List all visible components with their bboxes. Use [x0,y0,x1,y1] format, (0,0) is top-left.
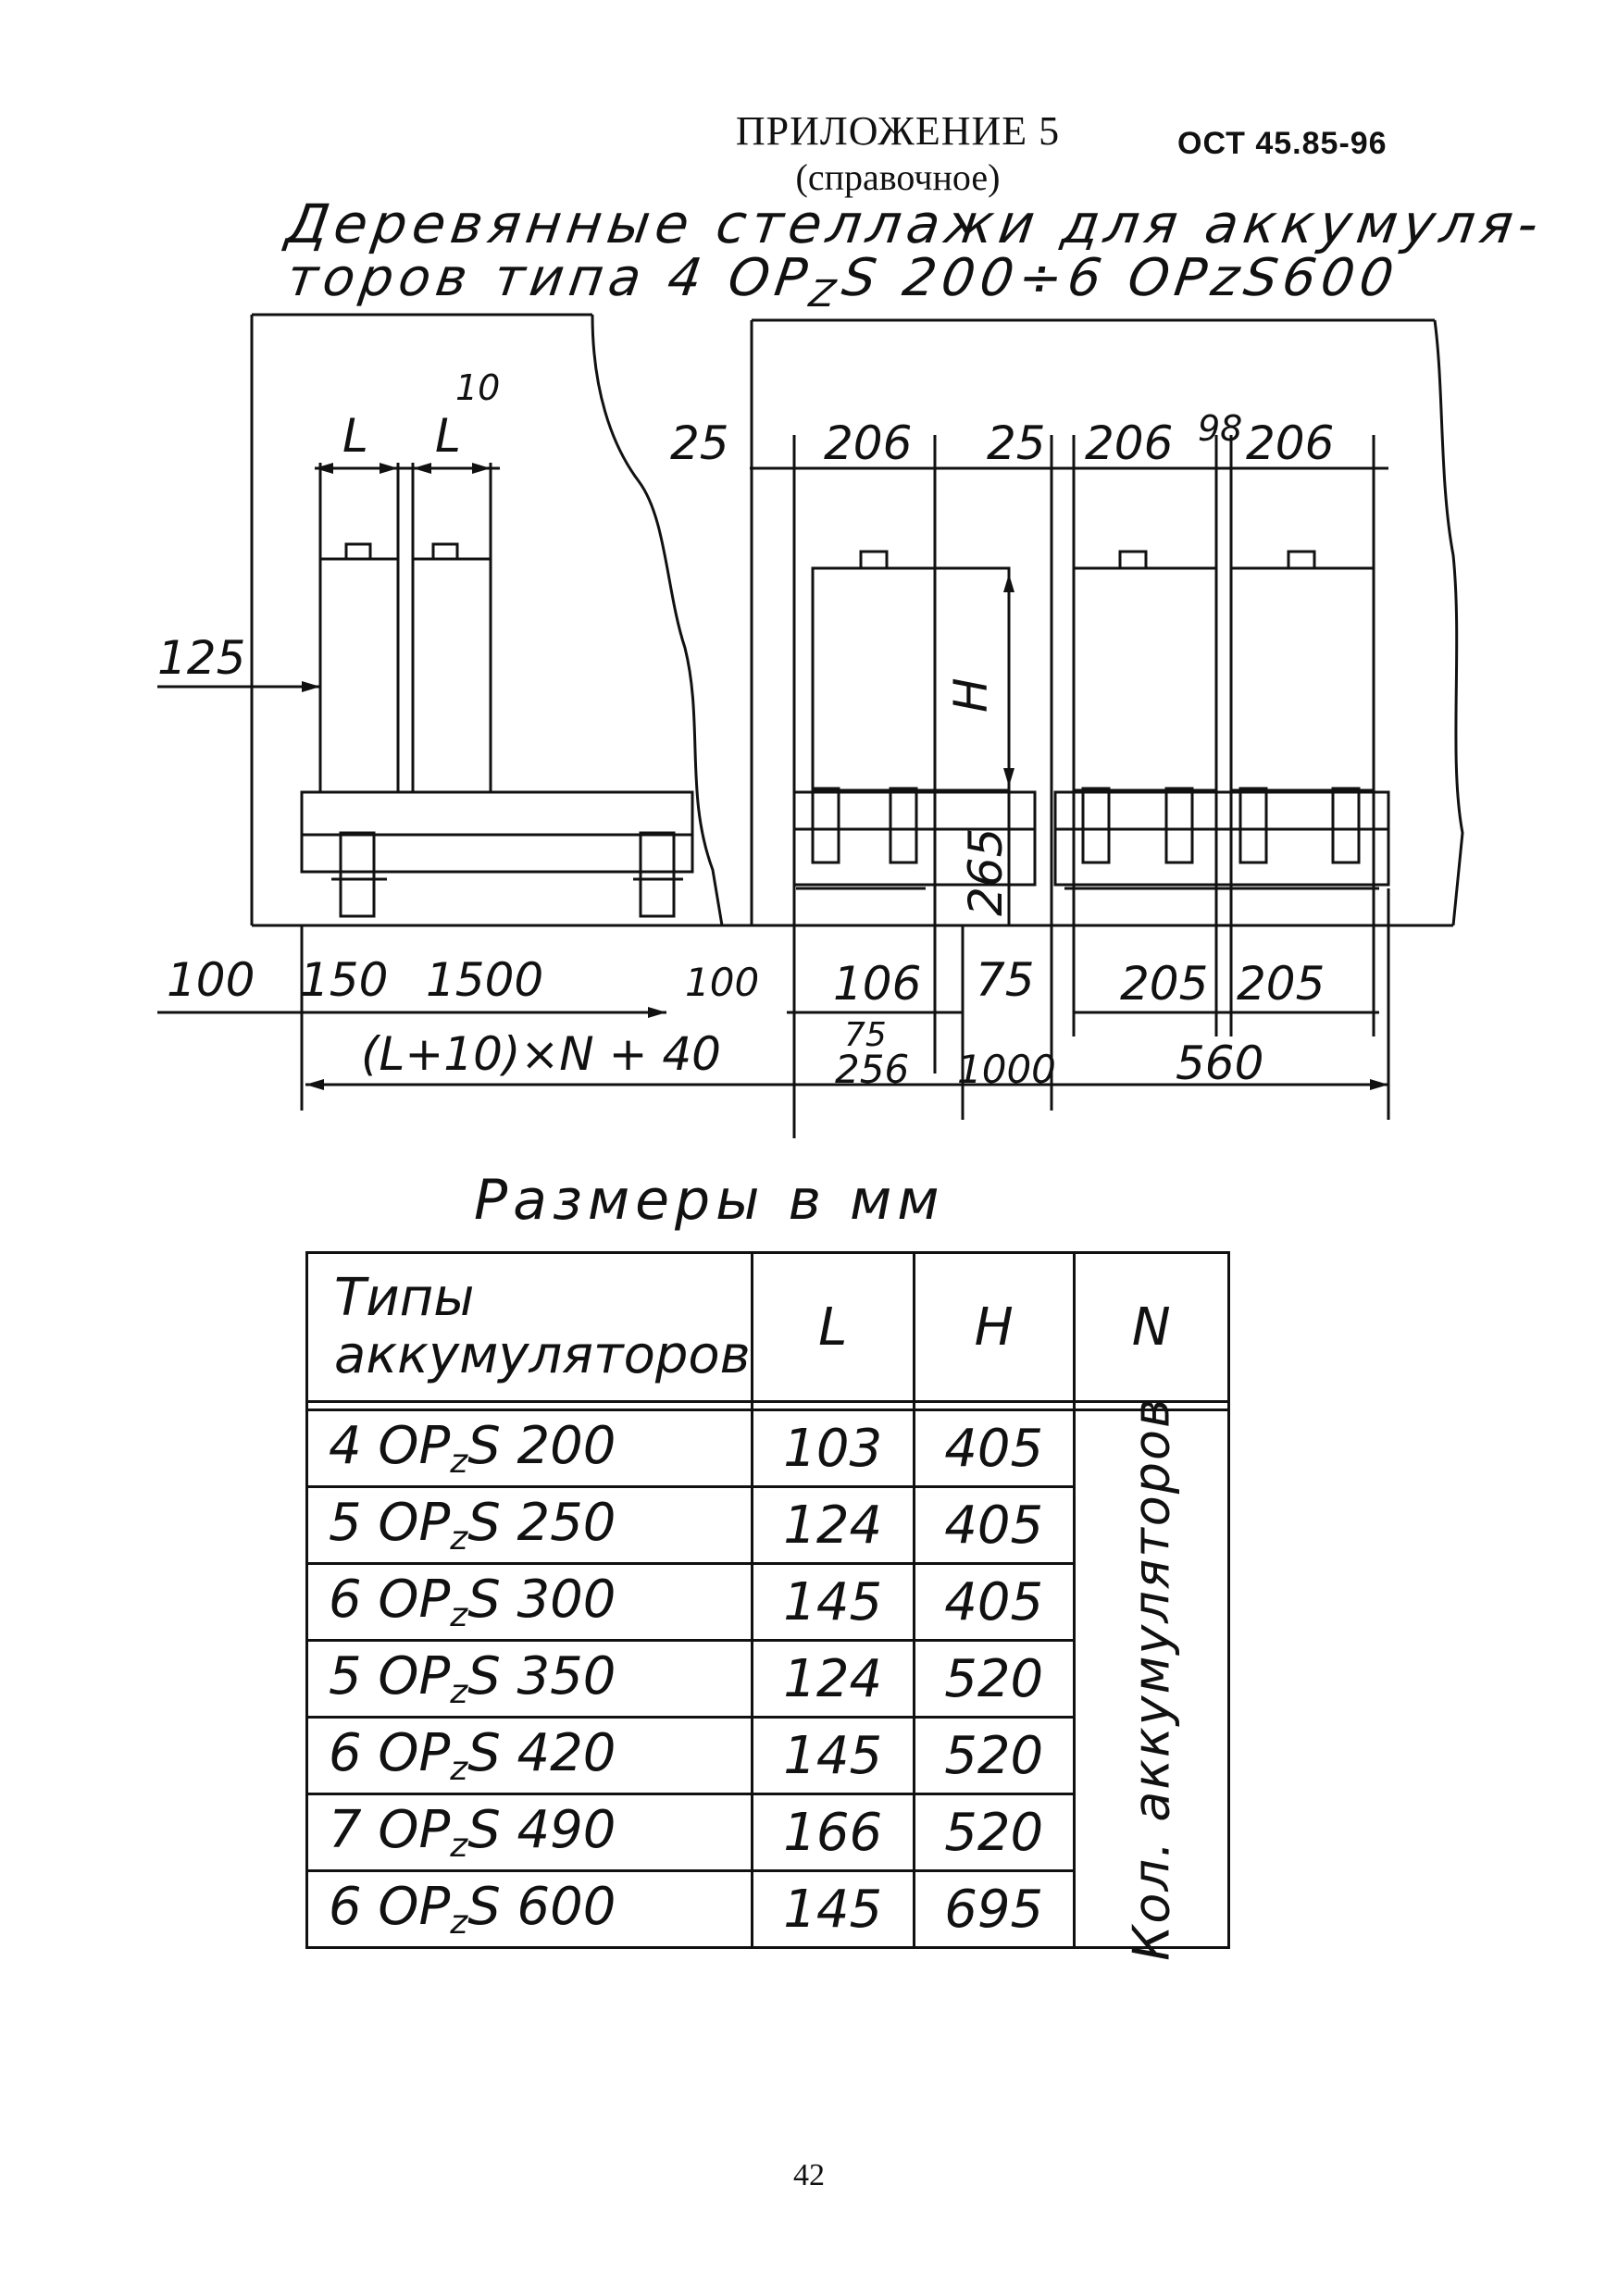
dim-L1: L [342,409,368,463]
appendix-note: (справочное) [795,156,1001,198]
header-L: L [750,1251,915,1403]
dim-106: 106 [833,957,921,1011]
value-H: 405 [912,1562,1076,1642]
type-suffix: S 350 [467,1646,616,1706]
header-H: H [912,1251,1076,1403]
type-suffix: S 200 [467,1416,616,1476]
type-prefix: 7 OP [329,1800,451,1860]
battery-type: 5 OPzS 350 [305,1639,753,1719]
dim-100b: 100 [685,960,759,1005]
type-sub: z [450,1673,468,1711]
dim-H: H [944,677,998,713]
table-row: 7 OPzS 490 166 520 [305,1793,1229,1872]
dim-206b: 206 [1085,416,1173,470]
battery-type: 6 OPzS 600 [305,1869,753,1949]
type-sub: z [450,1904,468,1942]
n-note: Кол. аккумуляторов [1122,1396,1181,1961]
type-sub: z [450,1750,468,1788]
table-header-row: Типы аккумуляторов L H N [305,1251,1230,1403]
dim-256: 256 [835,1047,909,1092]
dim-75b: 75 [844,1016,887,1054]
dim-98: 98 [1198,408,1242,449]
type-suffix: S 250 [467,1493,616,1553]
header-types: Типы аккумуляторов [305,1251,753,1403]
type-prefix: 5 OP [329,1493,451,1553]
type-prefix: 4 OP [329,1416,451,1476]
dim-formula: (L+10)×N + 40 [361,1027,721,1081]
type-sub: z [450,1443,468,1481]
value-N: Кол. аккумуляторов [1072,1396,1230,1961]
type-sub: z [450,1827,468,1865]
type-suffix: S 490 [467,1800,616,1860]
units-caption: Размеры в мм [474,1168,945,1233]
dim-560: 560 [1176,1036,1263,1090]
value-L: 124 [750,1639,915,1719]
dim-25a: 25 [670,416,729,470]
dim-265: 265 [959,828,1013,916]
table-row: 5 OPzS 350 124 520 [305,1639,1229,1719]
value-H: 520 [912,1793,1076,1872]
value-L: 145 [750,1869,915,1949]
dim-206c: 206 [1246,416,1334,470]
dim-25b: 25 [987,416,1046,470]
dim-206a: 206 [824,416,912,470]
value-H: 520 [912,1716,1076,1795]
dim-205b: 205 [1237,957,1325,1011]
dim-125: 125 [157,631,245,685]
battery-type: 7 OPzS 490 [305,1793,753,1872]
dimension-arrows [302,463,1388,1090]
dimensions-table: Типы аккумуляторов L H N 4 OPzS 200 103 … [305,1251,1230,1961]
dim-100a: 100 [167,953,255,1007]
value-H: 695 [912,1869,1076,1949]
dim-10: 10 [455,367,500,408]
battery-type: 5 OPzS 250 [305,1485,753,1565]
standard-code: ОСТ 45.85-96 [1177,126,1388,161]
header-types-line2: аккумуляторов [334,1325,751,1385]
dim-1000: 1000 [957,1047,1056,1092]
type-suffix: S 300 [467,1570,616,1630]
type-suffix: S 420 [467,1723,616,1783]
table-separator [305,1400,1230,1411]
dimension-labels: L L 10 25 206 25 206 98 206 125 H 265 10… [157,367,1334,1092]
type-prefix: 6 OP [329,1723,451,1783]
battery-type: 6 OPzS 420 [305,1716,753,1795]
battery-type: 4 OPzS 200 [305,1409,753,1488]
type-suffix: S 600 [467,1877,616,1937]
value-L: 145 [750,1716,915,1795]
drawing-lines [157,313,1464,1138]
dim-L2: L [435,409,461,463]
value-L: 124 [750,1485,915,1565]
value-H: 405 [912,1409,1076,1488]
appendix-heading: ПРИЛОЖЕНИЕ 5 [735,108,1061,154]
rack-drawing: L L 10 25 206 25 206 98 206 125 H 265 10… [157,313,1464,1138]
table-row: 6 OPzS 300 145 405 [305,1562,1229,1642]
header-types-line1: Типы [334,1268,475,1328]
table-row: 6 OPzS 600 145 695 [305,1869,1229,1949]
header-N: N [1072,1251,1230,1403]
type-prefix: 5 OP [329,1646,451,1706]
type-sub: z [450,1520,468,1558]
value-H: 405 [912,1485,1076,1565]
dimensions-table-wrap: Типы аккумуляторов L H N 4 OPzS 200 103 … [305,1251,1230,1961]
dim-150: 150 [300,953,388,1007]
battery-type: 6 OPzS 300 [305,1562,753,1642]
dim-205a: 205 [1120,957,1208,1011]
page-number: 42 [793,2158,825,2192]
value-L: 166 [750,1793,915,1872]
dim-1500: 1500 [426,953,543,1007]
value-H: 520 [912,1639,1076,1719]
type-prefix: 6 OP [329,1877,451,1937]
value-L: 145 [750,1562,915,1642]
table-row: 4 OPzS 200 103 405 Кол. аккумуляторов [305,1396,1230,1961]
table-row: 6 OPzS 420 145 520 [305,1716,1229,1795]
dim-75a: 75 [976,953,1035,1007]
table-row: 5 OPzS 250 124 405 [305,1485,1229,1565]
type-prefix: 6 OP [329,1570,451,1630]
value-L: 103 [750,1409,915,1488]
type-sub: z [450,1596,468,1634]
